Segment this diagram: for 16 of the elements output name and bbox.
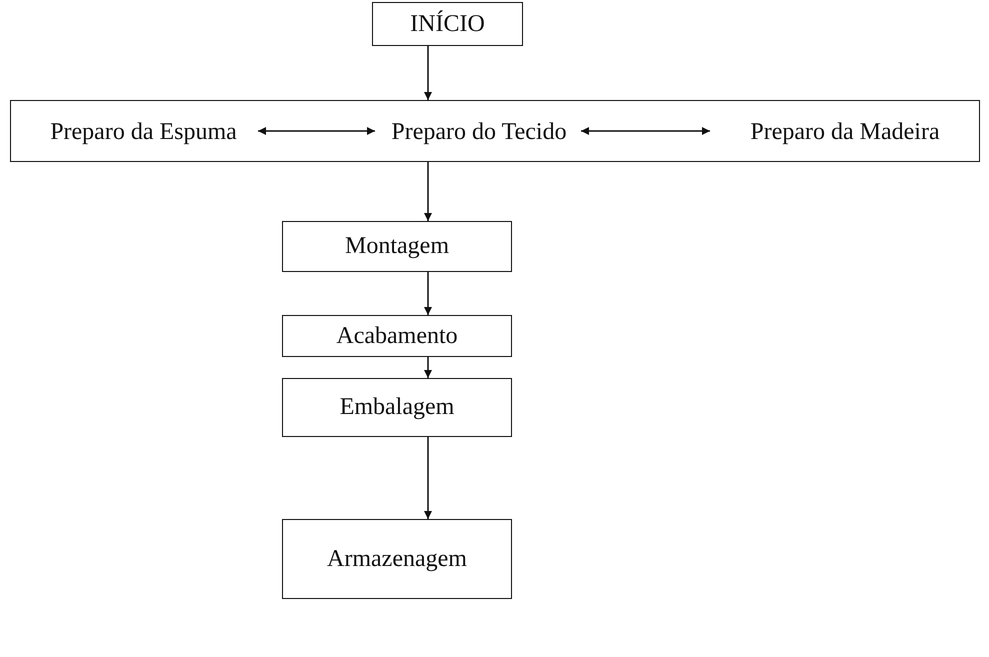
step-label: Preparo do Tecido xyxy=(384,117,574,147)
arrow xyxy=(258,127,375,135)
process-box: Montagem xyxy=(282,221,512,272)
arrow xyxy=(424,272,432,315)
process-box: Acabamento xyxy=(282,315,512,357)
step-label: Preparo da Madeira xyxy=(719,117,971,147)
arrow xyxy=(581,127,710,135)
process-box: Embalagem xyxy=(282,378,512,437)
arrow xyxy=(424,46,432,100)
arrow xyxy=(424,162,432,221)
process-band xyxy=(10,100,980,162)
process-box: Armazenagem xyxy=(282,519,512,599)
process-box: INÍCIO xyxy=(372,2,523,46)
arrow xyxy=(424,437,432,519)
arrow xyxy=(424,357,432,378)
step-label: Preparo da Espuma xyxy=(36,117,251,147)
